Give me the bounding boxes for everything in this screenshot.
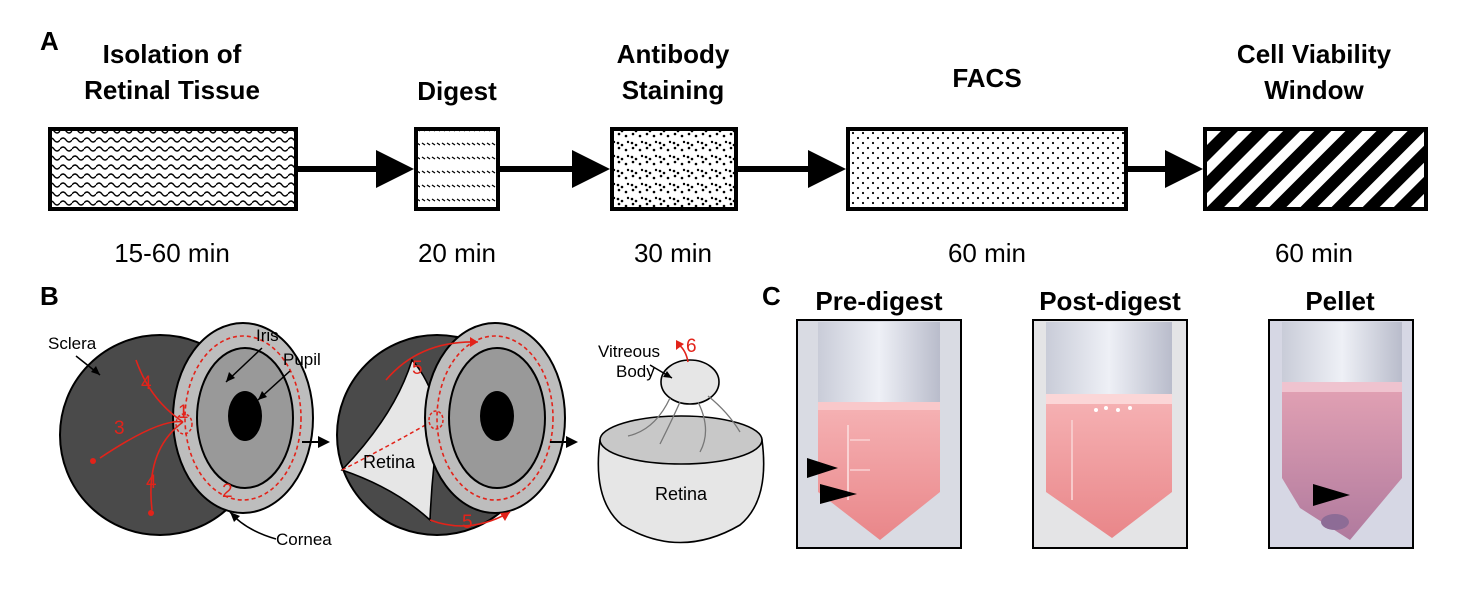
step-4-box [846, 127, 1128, 211]
cut-line-4b [150, 421, 184, 511]
incision-1 [175, 413, 193, 435]
step-4-title: FACS [952, 63, 1021, 93]
step-5-title-line-2: Window [1264, 75, 1364, 105]
step-5-box [1203, 127, 1428, 211]
cut-end-dot [90, 458, 96, 464]
step-1-box [48, 127, 298, 211]
step-number-6: 6 [686, 336, 697, 357]
sclera-label: Sclera [48, 334, 97, 353]
cut-arrowhead [470, 337, 478, 347]
step-3-box [610, 127, 738, 211]
cut-arrowhead [676, 340, 684, 350]
arrow-2-to-3 [498, 150, 610, 188]
step-5-duration: 60 min [1275, 238, 1353, 268]
step-1-title-line-1: Isolation of [103, 39, 242, 69]
step-3-title-line-1: Antibody [617, 39, 730, 69]
step-number-5b: 5 [462, 512, 473, 533]
photo-3-title: Pellet [1305, 286, 1375, 316]
cut-end-dot [148, 510, 154, 516]
incision-2 [428, 410, 444, 430]
photo-2-title: Post-digest [1039, 286, 1181, 316]
pointer-head [258, 391, 267, 400]
retina-cup-label: Retina [655, 484, 708, 504]
step-number-5a: 5 [412, 358, 423, 379]
arrow-4-to-5 [1126, 150, 1203, 188]
retina-flap-label: Retina [363, 452, 416, 472]
photo-pre-digest [796, 319, 962, 549]
pointer-head [230, 512, 240, 522]
pupil-shape-2 [480, 391, 514, 441]
panel-a: A Isolation of Retinal Tissue Digest Ant… [40, 26, 1428, 268]
step-4-duration: 60 min [948, 238, 1026, 268]
step-3-title-line-2: Staining [622, 75, 725, 105]
cut-line-3 [99, 420, 184, 459]
panel-letter-a: A [40, 26, 59, 56]
cut-line-4a [135, 359, 184, 423]
pupil-label: Pupil [283, 350, 321, 369]
retina-cup-rim [599, 415, 763, 465]
cut-line-retina [341, 419, 435, 471]
cut-line-2 [184, 335, 302, 501]
photo-pellet [1268, 319, 1414, 549]
eye-2: 5 5 Retina [336, 322, 566, 536]
step-2-title: Digest [417, 76, 497, 106]
cornea-label: Cornea [276, 530, 332, 549]
cut-line-5a [385, 341, 479, 381]
step-2-duration: 20 min [418, 238, 496, 268]
step-1-duration: 15-60 min [114, 238, 230, 268]
step-3-duration: 30 min [634, 238, 712, 268]
panel-c: C Pre-digest Post-digest Pellet [762, 281, 1414, 549]
retina-cup-illustration: 6 Vitreous Body Retina [597, 336, 765, 544]
pointer-head [226, 372, 235, 382]
panel-b: B 1 2 3 4 4 Sclera Iris [40, 281, 765, 549]
step-2-box [414, 127, 500, 211]
arrow-eye-2-to-cup [550, 436, 578, 448]
cut-arrowhead [500, 512, 510, 521]
step-number-3: 3 [114, 418, 125, 439]
arrowhead-marker-1 [807, 458, 838, 478]
step-number-4b: 4 [146, 472, 157, 493]
arrow-1-to-2 [296, 150, 414, 188]
arrow-eye-1-to-2 [302, 436, 330, 448]
vitreous-strands [627, 395, 741, 453]
step-number-1: 1 [178, 402, 189, 423]
pupil-shape [228, 391, 262, 441]
arrowhead-marker-pellet [1313, 484, 1350, 506]
step-5-title-line-1: Cell Viability [1237, 39, 1392, 69]
cut-line-5b [429, 511, 511, 527]
photo-post-digest [1032, 319, 1188, 549]
step-number-4a: 4 [141, 373, 152, 394]
pointer-head [663, 371, 672, 378]
photo-1-title: Pre-digest [815, 286, 942, 316]
panel-letter-b: B [40, 281, 59, 311]
retina-cup [597, 439, 765, 544]
vitreous-label-line-2: Body [616, 362, 655, 381]
arrowhead-marker-2 [820, 484, 857, 504]
arrow-3-to-4 [736, 150, 846, 188]
eye-1: 1 2 3 4 4 Sclera Iris Pupil Cornea [48, 322, 332, 549]
pointer-head [91, 366, 100, 375]
vitreous-body-shape [660, 359, 720, 405]
step-number-2: 2 [222, 481, 233, 502]
iris-label: Iris [256, 326, 279, 345]
vitreous-label-line-1: Vitreous [598, 342, 660, 361]
step-1-title-line-2: Retinal Tissue [84, 75, 260, 105]
cut-line-2b [436, 335, 554, 501]
panel-letter-c: C [762, 281, 781, 311]
